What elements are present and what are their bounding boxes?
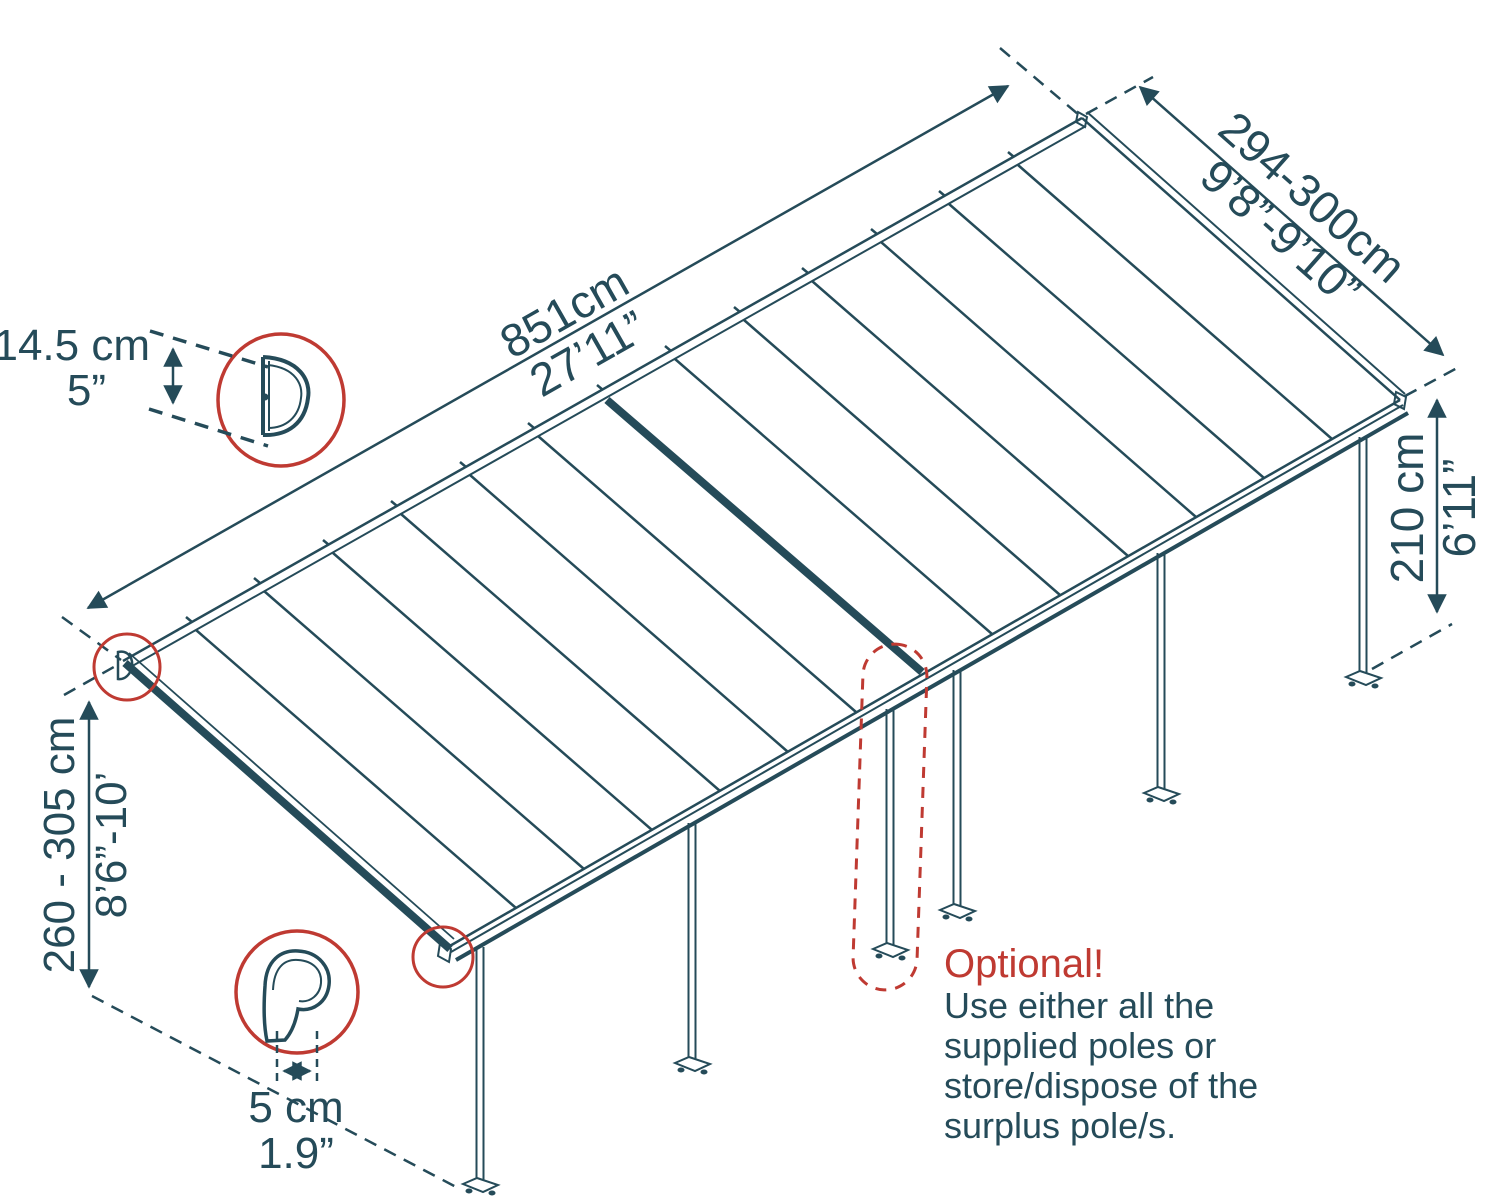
wall-edge-ticks: [185, 151, 1015, 623]
optional-note-title: Optional!: [944, 942, 1104, 986]
highlight-circle-pole-bracket: [411, 925, 475, 989]
post-clearance-metric-label: 210 cm: [1381, 433, 1433, 584]
roof-panel-line: [743, 319, 1061, 596]
extension-line: [149, 329, 269, 369]
optional-note-line: surplus pole/s.: [944, 1105, 1176, 1146]
highlight-circle-gutter-end: [92, 632, 162, 702]
dimension-roof-depth: 294-300cm 9’8”-9’10”: [1085, 75, 1460, 398]
extension-line: [1404, 365, 1460, 398]
left-side-gutter: [122, 652, 455, 953]
detail-post-cross-section: 5 cm 1.9”: [234, 929, 360, 1178]
support-pole-5: [1343, 437, 1384, 689]
dimension-post-clearance: 210 cm 6’11”: [1371, 398, 1485, 671]
optional-note: Optional! Use either all the supplied po…: [944, 942, 1258, 1146]
extension-line: [1371, 622, 1453, 671]
gutter-beam: [447, 398, 1409, 962]
pole-base-plate: [1141, 785, 1182, 803]
extension-line: [148, 407, 269, 448]
optional-note-line: store/dispose of the: [944, 1065, 1258, 1106]
pole-base-plate: [672, 1055, 713, 1073]
profile-height-metric-label: 14.5 cm: [0, 321, 150, 370]
support-pole-optional: [870, 709, 911, 961]
support-pole-3: [937, 670, 978, 922]
extension-line: [91, 994, 461, 1191]
roof-panel-line: [811, 280, 1129, 557]
post-width-metric-label: 5 cm: [248, 1083, 343, 1132]
roof-panel-line: [195, 629, 517, 909]
support-poles: [460, 437, 1384, 1196]
pole-base-plate: [460, 1176, 501, 1194]
post-clearance-imperial-label: 6’11”: [1433, 459, 1485, 558]
gutter-profile-shape: [261, 355, 311, 438]
profile-height-imperial-label: 5”: [67, 366, 106, 415]
post-bracket-shape: [262, 949, 331, 1043]
detail-gutter-profile: 14.5 cm 5”: [0, 321, 346, 468]
optional-pole-highlight: [851, 642, 929, 992]
gutter-end-caps: [116, 110, 1408, 964]
post-width-imperial-label: 1.9”: [258, 1129, 334, 1178]
pole-base-plate: [937, 902, 978, 920]
support-pole-4: [1141, 553, 1182, 805]
dimension-roof-length: 851cm 27’11”: [61, 47, 1080, 662]
extension-line: [1085, 75, 1154, 116]
extension-line: [63, 661, 122, 697]
extension-line: [999, 47, 1080, 116]
pole-base-plate: [870, 941, 911, 959]
pole-base-plate: [1343, 669, 1384, 687]
wall-height-imperial-label: 8’6”-10’: [87, 772, 136, 919]
dimension-wall-height: 260 - 305 cm 8’6”-10’: [35, 661, 461, 1191]
optional-note-line: supplied poles or: [944, 1025, 1216, 1066]
support-pole-2: [672, 823, 713, 1075]
wall-height-metric-label: 260 - 305 cm: [35, 717, 84, 974]
optional-note-line: Use either all the: [944, 985, 1214, 1026]
extension-line: [61, 615, 122, 662]
roof-panel-line: [263, 590, 585, 870]
support-pole-1: [460, 947, 501, 1196]
